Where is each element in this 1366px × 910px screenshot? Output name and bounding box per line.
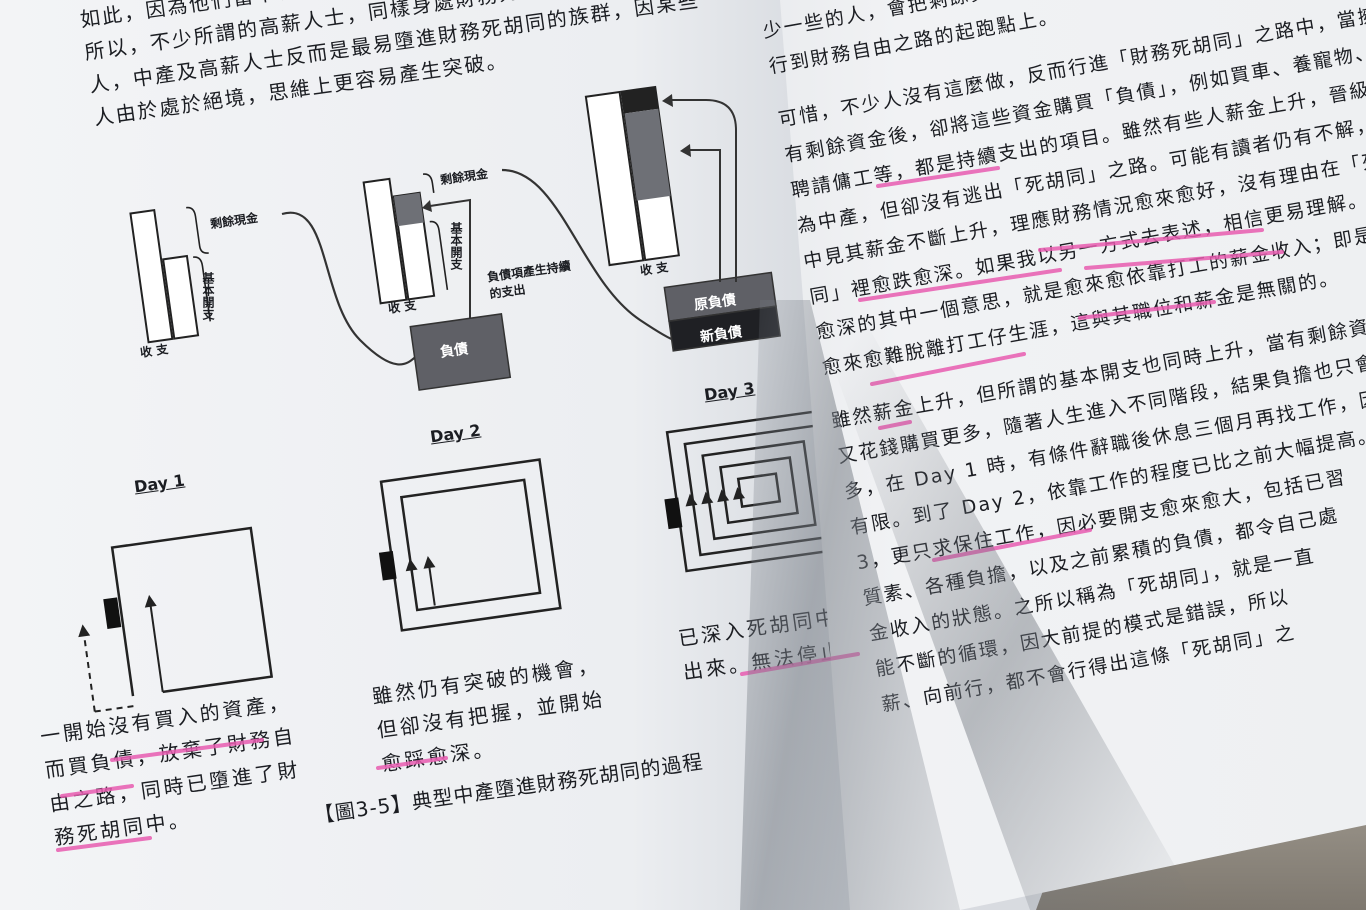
- day1-income-expense-bars: [129, 206, 212, 344]
- day3-income-expense-bars: [584, 85, 680, 267]
- liability-box: [409, 313, 512, 391]
- liability-label: 負債: [439, 341, 470, 361]
- left-page: 如此，因為他們當中有不少人，同樣身處財務 所以，不少所謂的高薪人士，同樣身處財務…: [0, 0, 908, 910]
- day1-basic-label: 基本開支: [201, 272, 215, 320]
- day2-income-expense-bars: [362, 173, 449, 305]
- day2-basic-label: 基本開支: [449, 222, 463, 270]
- day3-up-arrow: [672, 99, 737, 282]
- liability-expense-arrow: [429, 198, 471, 318]
- day1-loop-diagram: [78, 526, 274, 713]
- flow-arrow-day1: [281, 211, 419, 366]
- day3-up-arrow-2: [690, 149, 721, 282]
- day2-loop-diagram: [378, 458, 562, 632]
